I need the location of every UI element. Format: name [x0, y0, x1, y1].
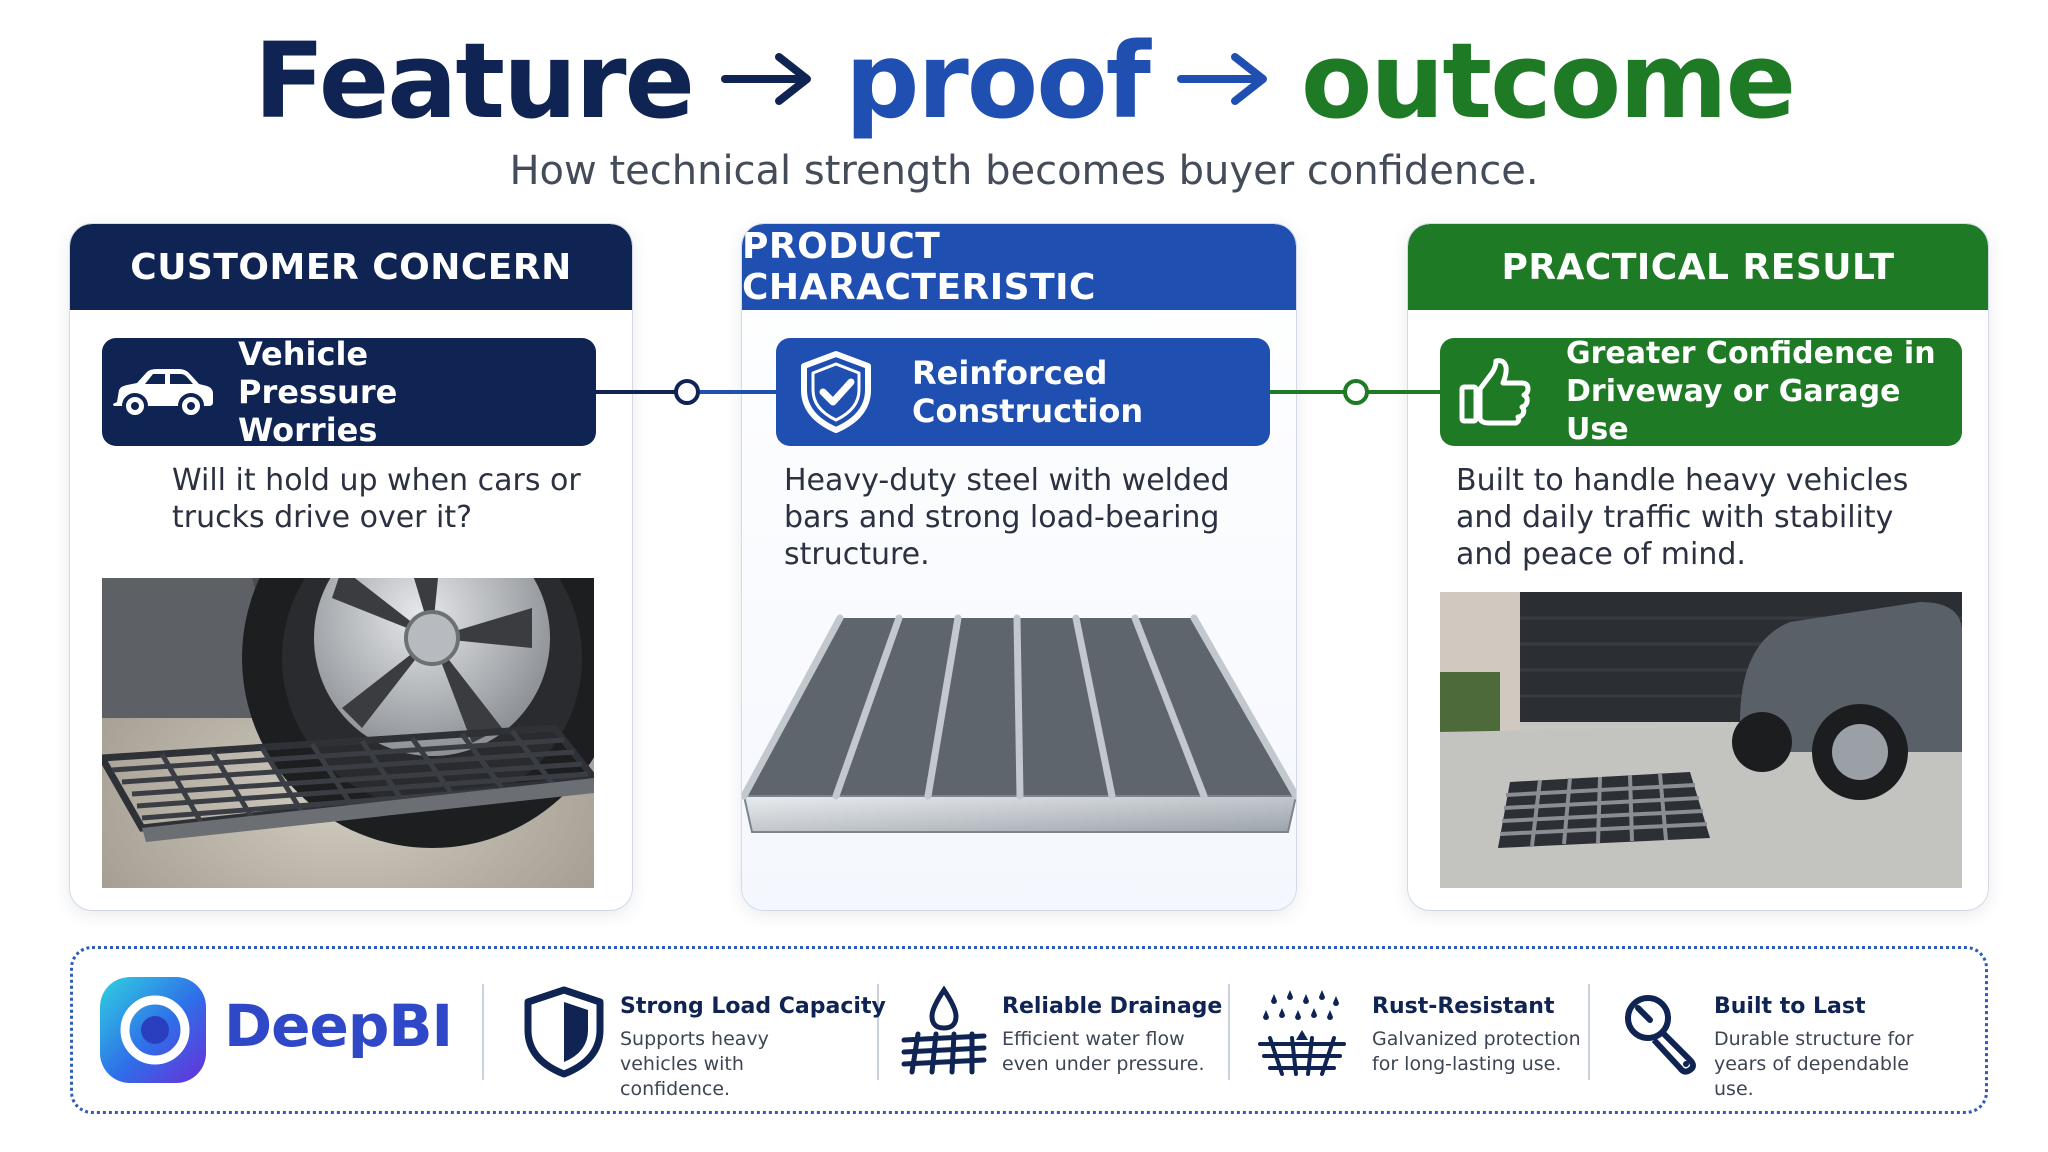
tire-on-grate-photo [102, 578, 594, 888]
pill-label: Greater Confidence in Driveway or Garage… [1566, 336, 1936, 447]
result-body-text: Built to handle heavy vehicles and daily… [1456, 463, 1909, 572]
headline-proof: proof [845, 20, 1151, 142]
feature-desc: Galvanized protection for long-lasting u… [1372, 1028, 1581, 1075]
feature-title: Rust-Resistant [1372, 994, 1555, 1019]
pill-reinforced-construction: Reinforced Construction [776, 338, 1270, 446]
car-icon [102, 338, 222, 446]
pill-vehicle-pressure: Vehicle Pressure Worries [102, 335, 596, 449]
deepbi-logo-icon [100, 977, 206, 1083]
feature-title: Built to Last [1714, 994, 1866, 1019]
pill-greater-confidence: Greater Confidence in Driveway or Garage… [1440, 336, 1962, 447]
footer-strip [70, 946, 1988, 1114]
characteristic-body-text: Heavy-duty steel with welded bars and st… [784, 463, 1230, 572]
connector-line [596, 379, 778, 405]
feature-title: Strong Load Capacity [620, 994, 886, 1019]
rain-grate-icon [1258, 990, 1346, 1076]
brand-name: DeepBI [224, 992, 453, 1060]
headline-outcome: outcome [1300, 20, 1796, 142]
divider [877, 984, 879, 1080]
pill-label: Reinforced Construction [912, 354, 1144, 430]
card-header: CUSTOMER CONCERN [70, 224, 632, 310]
headline-feature: Feature [253, 20, 695, 142]
card-header: PRODUCT CHARACTERISTIC [742, 224, 1296, 310]
divider [1228, 984, 1230, 1080]
divider [482, 984, 484, 1080]
wrench-icon [1625, 995, 1696, 1075]
feature-desc: Durable structure for years of dependabl… [1714, 1028, 1914, 1100]
steel-grate-photo [742, 606, 1296, 846]
arrow-right-icon [1176, 52, 1267, 105]
pill-label: Vehicle Pressure Worries [238, 335, 398, 449]
card-header: PRACTICAL RESULT [1408, 224, 1988, 310]
arrow-right-icon [721, 52, 812, 105]
subtitle: How technical strength becomes buyer con… [509, 148, 1539, 194]
feature-title: Reliable Drainage [1002, 994, 1223, 1019]
feature-desc: Efficient water flow even under pressure… [1002, 1028, 1205, 1075]
water-drop-grate-icon [901, 985, 987, 1075]
concern-body-text: Will it hold up when cars or trucks driv… [172, 463, 581, 535]
feature-desc: Supports heavy vehicles with confidence. [620, 1028, 769, 1100]
divider [1588, 984, 1590, 1080]
shield-icon [524, 986, 604, 1078]
headline: Feature proof outcome [0, 22, 2048, 140]
shield-check-icon [776, 338, 896, 446]
connector-line [1270, 379, 1442, 405]
driveway-grate-photo [1440, 592, 1962, 888]
thumbs-up-icon [1440, 338, 1550, 446]
